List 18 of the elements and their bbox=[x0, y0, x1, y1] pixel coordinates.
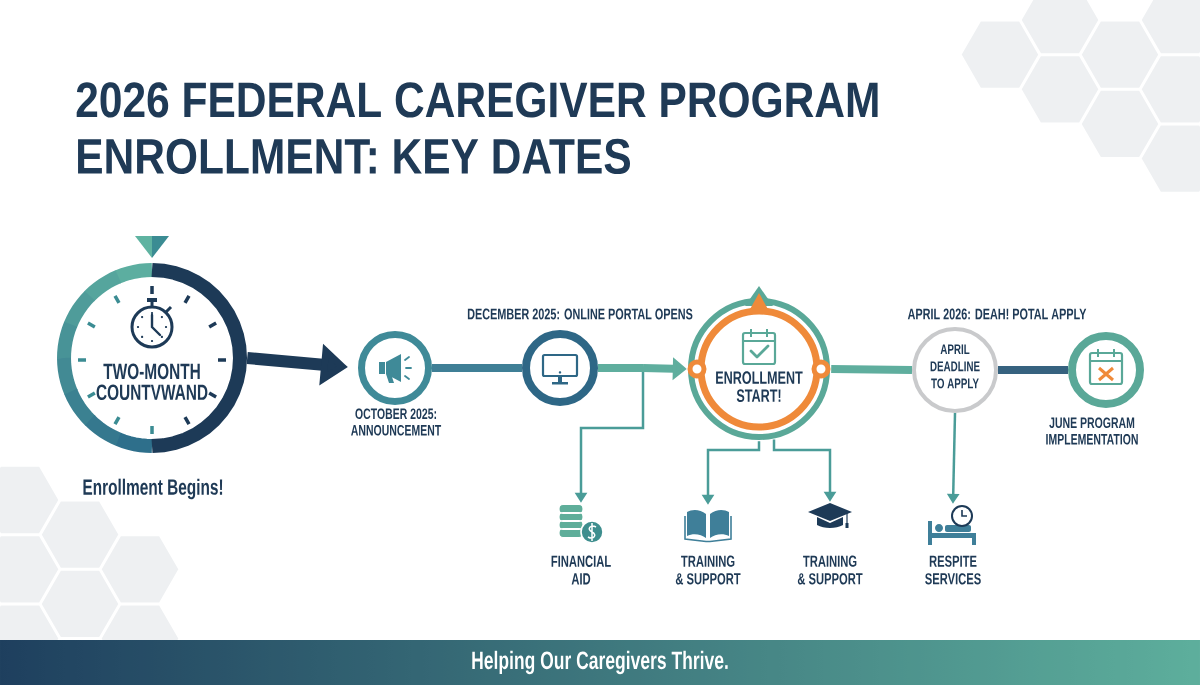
book-icon bbox=[684, 509, 732, 543]
icon-circle bbox=[522, 330, 598, 406]
bed-clock-icon bbox=[928, 505, 976, 545]
caption-text: Enrollment Begins! bbox=[83, 478, 223, 500]
service-label: TRAINING & SUPPORT bbox=[675, 555, 741, 585]
service-label: FINANCIAL AID bbox=[551, 555, 611, 585]
service-label: TRAINING & SUPPORT bbox=[797, 555, 863, 585]
date-label: JUNE PROGRAM IMPLEMENTATION bbox=[1046, 417, 1138, 445]
graduation-cap-icon bbox=[808, 503, 852, 528]
tagline: Helping Our Caregivers Thrive. bbox=[472, 650, 728, 675]
coins-icon bbox=[558, 503, 604, 544]
countdown-clock: TWO-MONTH COUNTVWAND bbox=[57, 263, 248, 453]
icon-circle bbox=[358, 331, 432, 405]
icon-circle bbox=[1068, 332, 1144, 408]
date-label: OCTOBER 2025: ANNOUNCEMENT bbox=[351, 408, 442, 436]
date-label: APRIL 2026: DEAH! POTAL APPLY bbox=[907, 308, 1087, 320]
title: 2026 FEDERAL CAREGIVER PROGRAM ENROLLMENT: KEY DATES bbox=[76, 82, 878, 175]
service-label: RESPITE SERVICES bbox=[925, 555, 981, 585]
